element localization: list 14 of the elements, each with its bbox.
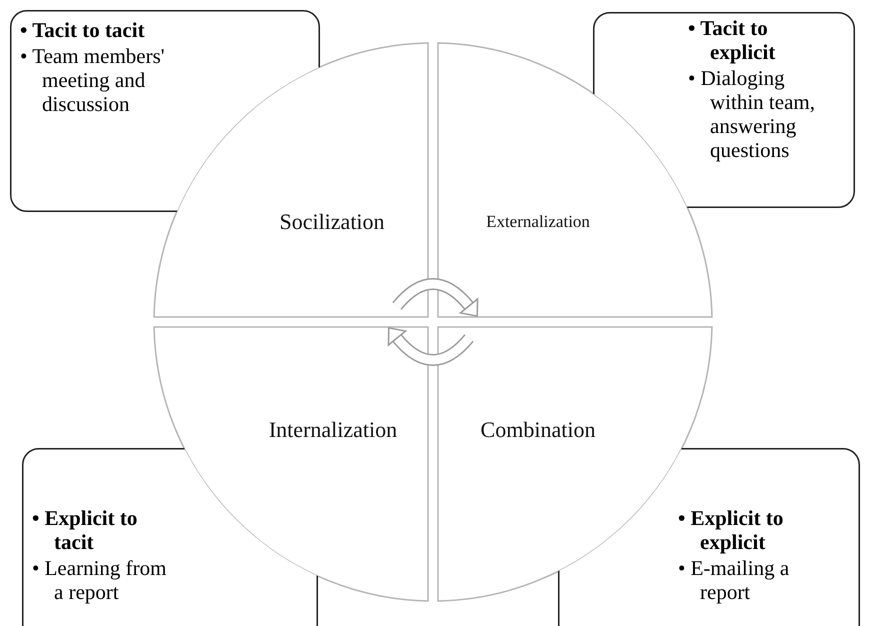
quadrant-label: Internalization [268, 417, 398, 443]
bullet-text: • Dialoging within team, answering questions [688, 66, 816, 162]
bullet-heading: • Tacit to tacit [20, 18, 146, 42]
bullet-heading: • Tacit to explicit [688, 16, 776, 64]
bullet-heading: • Explicit to tacit [32, 506, 138, 554]
bullet-heading: • Explicit to explicit [678, 506, 784, 554]
quadrant-label: Socilization [279, 209, 385, 235]
quadrant-label: Externalization [486, 212, 590, 232]
quadrant-label: Combination [480, 417, 596, 443]
bullet-text: • Team members' meeting and discussion [20, 44, 166, 116]
bullet-text: • E-mailing a report [678, 556, 790, 604]
curved-arrow [392, 278, 478, 317]
curved-arrow [388, 327, 474, 366]
bullet-text: • Learning from a report [32, 556, 168, 604]
